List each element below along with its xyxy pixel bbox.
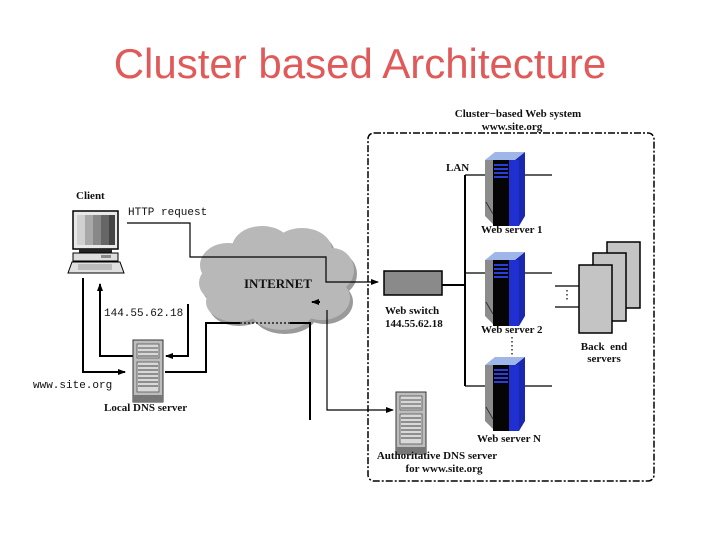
web-switch-ip: 144.55.62.18 — [385, 318, 443, 330]
local-dns-to-internet-line — [165, 322, 240, 373]
cluster-boundary — [367, 132, 655, 482]
web-server-n-label: Web server N — [477, 433, 541, 445]
backend-label-line2: servers — [587, 353, 621, 365]
http-request-line — [127, 222, 379, 285]
backend-servers-icon — [578, 241, 641, 334]
web-server-2-icon — [484, 251, 526, 327]
backend-label-line1: Back end — [581, 341, 627, 353]
internet-vertical-line — [290, 322, 311, 420]
to-auth-dns-line — [326, 310, 394, 413]
dns-query-line — [82, 278, 126, 375]
local-dns-label: Local DNS server — [104, 402, 187, 414]
web-switch-icon — [383, 270, 443, 296]
web-server-1-label: Web server 1 — [481, 224, 543, 236]
web-server-n-icon — [484, 356, 526, 432]
dns-response-line — [97, 283, 133, 357]
cluster-domain: www.site.org — [482, 121, 543, 133]
web-server-1-icon — [484, 151, 526, 227]
web-server-2-label: Web server 2 — [481, 324, 543, 336]
cluster-title: Cluster−based Web system — [455, 108, 581, 120]
query-domain-label: www.site.org — [33, 380, 112, 392]
resolved-ip-label: 144.55.62.18 — [104, 308, 183, 320]
auth-dns-label-line2: for www.site.org — [405, 463, 483, 475]
internet-label: INTERNET — [244, 276, 312, 291]
web-switch-label: Web switch — [385, 305, 439, 317]
internet-to-local-dns-line — [165, 304, 189, 359]
auth-dns-server-icon — [395, 391, 427, 455]
slide-title: Cluster based Architecture — [113, 40, 607, 87]
http-request-label: HTTP request — [128, 207, 207, 219]
internet-cloud — [199, 226, 357, 334]
lan-label: LAN — [446, 162, 469, 174]
client-computer-icon — [67, 210, 125, 274]
client-label: Client — [76, 190, 105, 202]
auth-dns-label-line1: Authoritative DNS server — [377, 450, 497, 462]
local-dns-server-icon — [132, 339, 164, 403]
